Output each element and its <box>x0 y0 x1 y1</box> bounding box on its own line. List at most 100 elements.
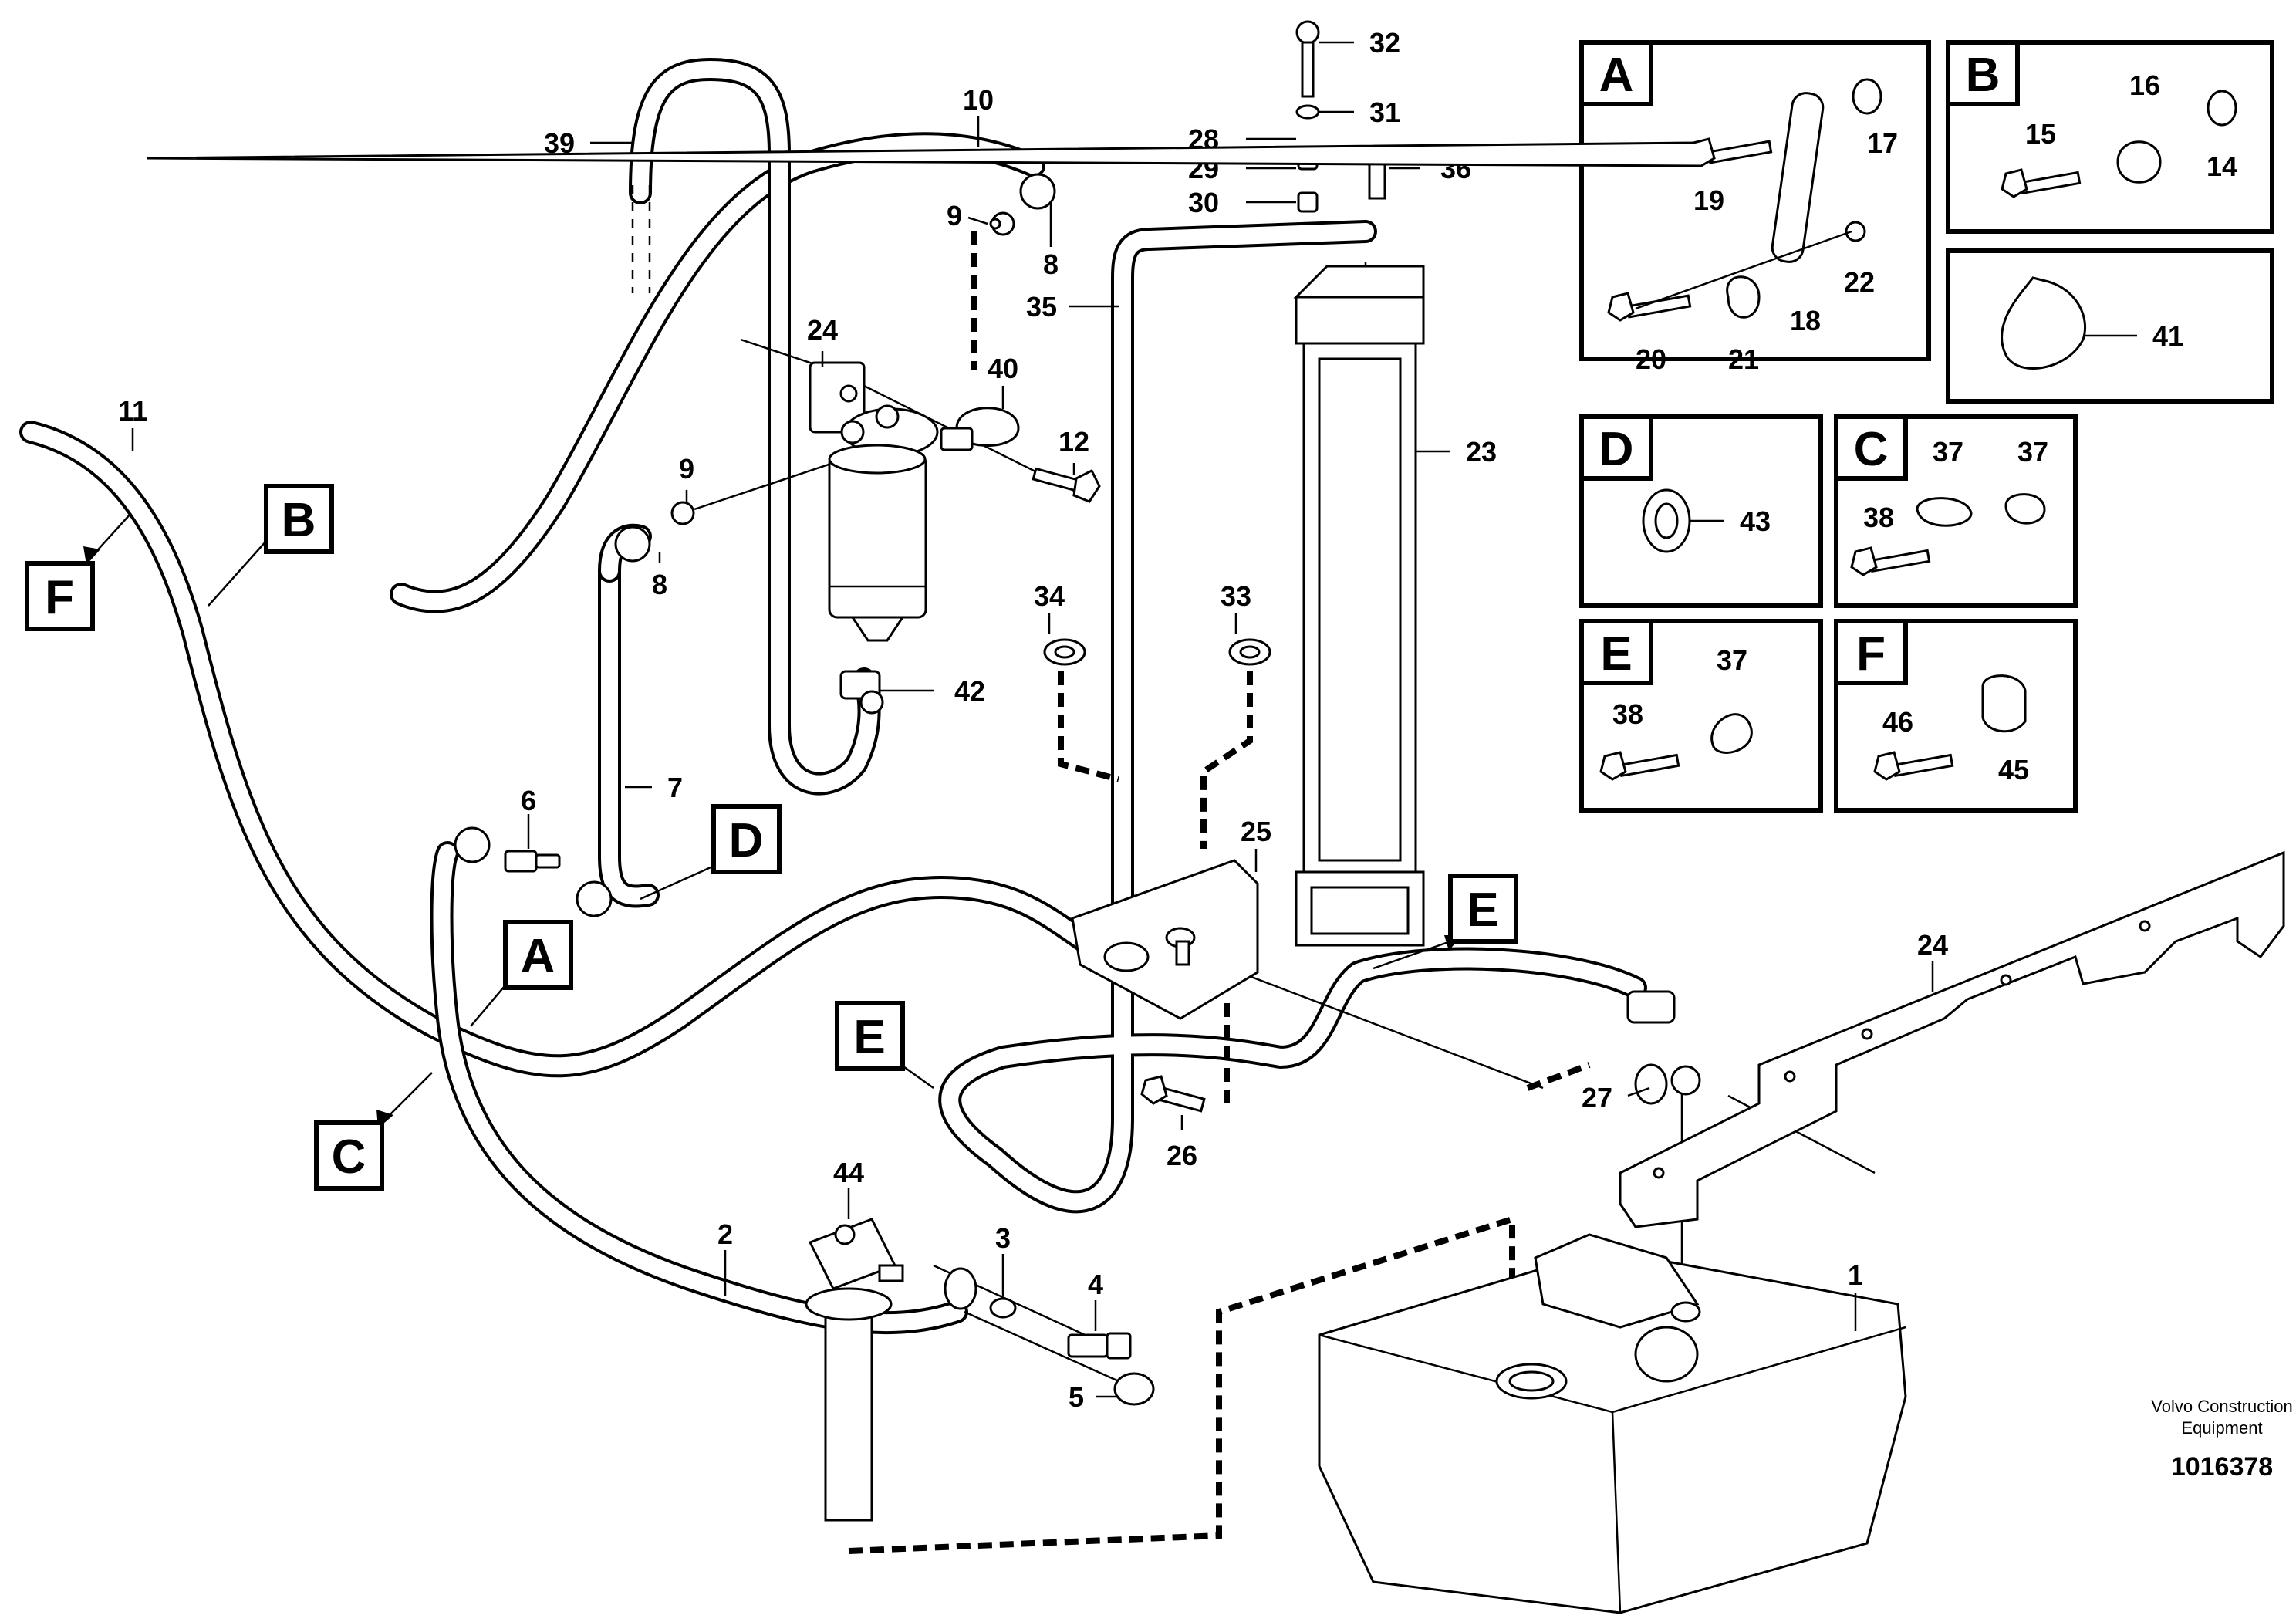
part-callout-34: 34 <box>1034 580 1065 634</box>
route-letter-F: F <box>25 512 132 631</box>
route-letter-E-left: E <box>835 1001 934 1090</box>
part-callout-26: 26 <box>1167 1115 1197 1171</box>
fittings <box>454 173 1701 1105</box>
part-callout-8-mid: 8 <box>652 552 667 600</box>
svg-text:34: 34 <box>1034 580 1065 612</box>
svg-text:32: 32 <box>1369 27 1400 59</box>
detail-box-D: D 43 <box>1579 414 1823 608</box>
svg-text:B: B <box>282 494 316 547</box>
svg-text:D: D <box>729 814 764 867</box>
detail-box-A: A 17 19 22 18 20 21 <box>146 40 1931 375</box>
svg-text:3: 3 <box>995 1222 1011 1254</box>
grommets-33-34 <box>1043 638 1271 666</box>
fuel-cooler <box>1293 265 1425 947</box>
svg-text:21: 21 <box>1728 343 1759 375</box>
part-callout-9-mid: 9 <box>679 453 694 502</box>
svg-text:E: E <box>853 1011 885 1064</box>
part-callout-7: 7 <box>625 772 683 803</box>
part-callout-31: 31 <box>1319 96 1400 128</box>
svg-text:11: 11 <box>118 395 147 427</box>
fastener-stack <box>1295 20 1394 213</box>
part-callout-8-top: 8 <box>1043 202 1059 280</box>
svg-text:30: 30 <box>1188 187 1219 218</box>
svg-text:25: 25 <box>1241 816 1271 847</box>
svg-text:46: 46 <box>1882 706 1913 738</box>
svg-text:B: B <box>1966 49 2001 102</box>
part-callout-2: 2 <box>718 1218 733 1296</box>
svg-text:16: 16 <box>2129 69 2160 101</box>
route-letter-E-right: E <box>1373 874 1518 970</box>
svg-text:C: C <box>332 1130 366 1184</box>
part-callout-33: 33 <box>1221 580 1251 634</box>
part-callout-32: 32 <box>1319 27 1400 59</box>
detail-box-B: B 16 15 14 <box>1946 40 2274 234</box>
part-callout-23: 23 <box>1416 436 1497 468</box>
detail-box-C: C 37 37 38 <box>1834 414 2078 608</box>
brand-line-2: Equipment <box>2181 1418 2262 1438</box>
route-letter-B: B <box>208 484 334 607</box>
svg-text:38: 38 <box>1863 502 1894 533</box>
svg-text:27: 27 <box>1582 1082 1612 1113</box>
svg-text:A: A <box>1599 49 1634 102</box>
svg-text:26: 26 <box>1167 1140 1197 1171</box>
svg-text:4: 4 <box>1088 1269 1103 1300</box>
part-callout-35: 35 <box>1026 291 1119 323</box>
svg-text:15: 15 <box>2025 118 2056 150</box>
svg-text:17: 17 <box>1867 127 1898 159</box>
part-callout-11: 24 <box>807 314 838 367</box>
svg-text:43: 43 <box>1740 505 1771 537</box>
fuel-filter <box>809 361 939 642</box>
hose-39 <box>629 58 881 796</box>
svg-text:20: 20 <box>1636 343 1666 375</box>
hose-13 <box>19 421 1107 1078</box>
fasteners-3-4-5 <box>944 1267 1155 1406</box>
svg-text:6: 6 <box>521 785 536 816</box>
detail-box-F: F 46 45 <box>1834 619 2078 813</box>
route-letter-D: D <box>640 804 782 901</box>
brand-line-1: Volvo Construction <box>2151 1397 2292 1416</box>
svg-text:C: C <box>1854 423 1889 476</box>
hose-35 <box>938 220 1647 1214</box>
clamp-42 <box>940 407 1020 451</box>
svg-text:F: F <box>45 571 74 624</box>
part-callout-4: 4 <box>1088 1269 1103 1331</box>
svg-text:35: 35 <box>1026 291 1057 323</box>
part-callout-12: 12 <box>1059 426 1089 475</box>
part-callout-1: 1 <box>1848 1259 1863 1331</box>
svg-text:12: 12 <box>1059 426 1089 458</box>
part-callout-25: 25 <box>1241 816 1271 872</box>
svg-text:A: A <box>521 930 555 983</box>
svg-text:22: 22 <box>1844 266 1875 298</box>
svg-text:37: 37 <box>1933 436 1963 468</box>
svg-text:44: 44 <box>833 1157 864 1188</box>
svg-text:18: 18 <box>1790 305 1821 336</box>
svg-text:7: 7 <box>667 772 683 803</box>
svg-text:1: 1 <box>1848 1259 1863 1291</box>
hose-10 <box>390 132 1045 613</box>
part-callout-42: 40 <box>988 353 1018 409</box>
route-letter-A: A <box>470 920 573 1027</box>
svg-text:E: E <box>1467 884 1498 937</box>
svg-text:24: 24 <box>807 314 838 346</box>
svg-text:41: 41 <box>2152 320 2183 352</box>
svg-text:E: E <box>1600 627 1632 681</box>
bracket-plate-24 <box>1619 850 2285 1228</box>
drain-valve-40 <box>839 670 884 715</box>
part-callout-30: 30 <box>1188 187 1296 218</box>
svg-text:9: 9 <box>947 200 962 231</box>
svg-text:2: 2 <box>718 1218 733 1250</box>
part-callout-6: 6 <box>521 785 536 849</box>
hose-7 <box>598 523 660 908</box>
part-callout-40: 42 <box>880 675 985 707</box>
svg-text:8: 8 <box>1043 248 1059 280</box>
route-letter-C: C <box>314 1072 433 1191</box>
footer-credit: Volvo Construction Equipment 1016378 <box>2151 1397 2292 1482</box>
svg-text:9: 9 <box>679 453 694 485</box>
part-callout-9-top: 9 <box>947 200 988 231</box>
svg-text:F: F <box>1856 627 1886 681</box>
part-callout-44: 44 <box>833 1157 864 1219</box>
fuel-tank <box>1318 1233 1907 1614</box>
bolt-26 <box>1140 1075 1206 1113</box>
svg-text:10: 10 <box>963 84 994 116</box>
svg-text:23: 23 <box>1466 436 1497 468</box>
